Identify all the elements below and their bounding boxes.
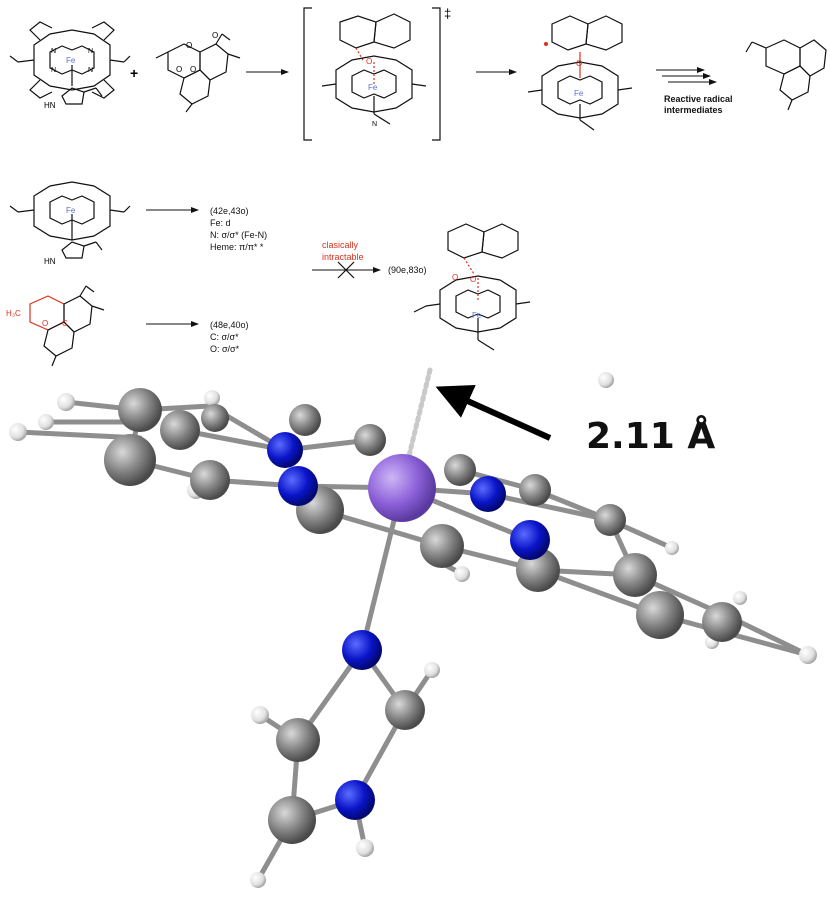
fe-atom-label: Fe bbox=[368, 83, 378, 92]
fe-atom-label: Fe bbox=[66, 206, 76, 215]
transition-state-structure bbox=[321, 13, 427, 125]
fe-atom-label: Fe bbox=[66, 56, 76, 65]
n-label: N bbox=[51, 48, 56, 55]
heme-active-space: (42e,43o) bbox=[210, 206, 249, 216]
o-label: O bbox=[576, 59, 582, 68]
o-label: O bbox=[366, 57, 372, 66]
hn-label: HN bbox=[44, 101, 56, 110]
o-label: O bbox=[212, 31, 218, 40]
fe-o-distance-label: 2.11 Å bbox=[586, 416, 716, 457]
n-label: N bbox=[372, 121, 377, 128]
cross-mark bbox=[337, 261, 355, 279]
intractable-label-line1: clasically bbox=[322, 240, 359, 250]
hydrogen-atoms bbox=[9, 372, 817, 888]
reactive-intermediates-label: Reactive radical intermediates bbox=[664, 94, 733, 115]
artemisinin-fragment bbox=[29, 285, 105, 367]
fe-atom-label: Fe bbox=[574, 89, 584, 98]
nitrogen-atoms bbox=[267, 432, 550, 820]
heme-reactant bbox=[9, 21, 131, 105]
distance-arrow bbox=[435, 384, 552, 441]
complex-active-space: (90e,83o) bbox=[388, 265, 427, 275]
intractable-label-line2: intractable bbox=[322, 252, 364, 262]
radical-dot bbox=[544, 42, 548, 46]
final-product bbox=[745, 39, 827, 111]
o-label: O bbox=[452, 273, 458, 282]
hn-label: HN bbox=[44, 257, 56, 266]
o-label: O bbox=[176, 65, 182, 74]
transition-state-bracket bbox=[303, 7, 441, 141]
fe-atom bbox=[368, 454, 436, 522]
fe-o-dotted-bond bbox=[405, 367, 433, 463]
h3c-label: H₃C bbox=[6, 309, 21, 318]
fe-atom-label: Fe bbox=[472, 311, 482, 320]
o-label: O bbox=[190, 65, 196, 74]
heme-fragment bbox=[9, 181, 131, 259]
heme-artemisinin-complex bbox=[413, 223, 531, 351]
o-label: O bbox=[186, 41, 192, 50]
plus-sign: + bbox=[130, 65, 138, 81]
n-label: N bbox=[51, 67, 56, 74]
artemisinin-reactant bbox=[155, 33, 241, 113]
artemisinin-o-orbitals: O: σ/σ* bbox=[210, 344, 240, 354]
o-label: O bbox=[470, 275, 476, 284]
heme-pi-orbitals: Heme: π/π* * bbox=[210, 242, 264, 252]
artemisinin-active-space: (48e,40o) bbox=[210, 320, 249, 330]
reaction-scheme: Fe N N N N HN + O O O O ‡ Fe O N bbox=[6, 6, 827, 367]
c-label: C bbox=[62, 319, 68, 328]
n-label: N bbox=[88, 48, 93, 55]
fe-oxy-radical-complex bbox=[527, 15, 633, 131]
o-label: O bbox=[42, 319, 48, 328]
heme-fe-orbitals: Fe: d bbox=[210, 218, 231, 228]
heme-n-orbitals: N: σ/σ* (Fe-N) bbox=[210, 230, 268, 240]
n-label: N bbox=[88, 67, 93, 74]
heme-3d-model bbox=[9, 367, 817, 888]
artemisinin-c-orbitals: C: σ/σ* bbox=[210, 332, 239, 342]
ts-double-dagger: ‡ bbox=[444, 6, 451, 21]
